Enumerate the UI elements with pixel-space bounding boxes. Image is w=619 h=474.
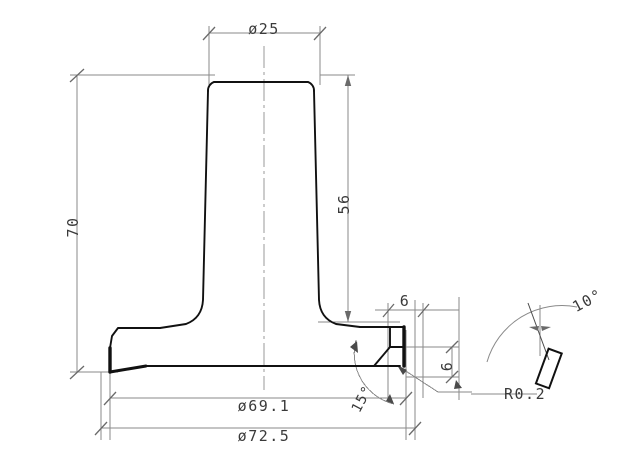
label-r02: R0.2 (504, 385, 546, 403)
tick-dia25-left (202, 26, 216, 41)
dimension-tick-group (69, 26, 462, 436)
arrow-angle-15-top (350, 341, 358, 353)
tick-t6-bottom (445, 370, 459, 384)
tick-h70-top (69, 68, 85, 83)
tick-dia725-left (94, 421, 108, 436)
profile-chamfer-15 (373, 346, 391, 367)
tick-dia25-right (313, 26, 327, 41)
arrow-h56-bottom (344, 311, 352, 322)
detail-tilted-axis (527, 302, 550, 361)
detail-insert-rect (534, 347, 564, 390)
label-dia725: ø72.5 (238, 427, 291, 445)
detail-arrow-left (529, 326, 539, 331)
label-dia25: ø25 (248, 20, 280, 38)
arrow-angle-15-bottom (386, 394, 394, 404)
dimension-line-group (70, 26, 537, 440)
label-w6: 6 (400, 292, 411, 310)
detail-arc-10 (486, 305, 578, 363)
profile-left-flange-bottom-taper (108, 364, 148, 374)
tick-t6-top (445, 340, 459, 354)
tick-w6-left (382, 303, 395, 318)
profile-left-web (159, 90, 209, 329)
tick-dia691-left (103, 391, 117, 406)
label-dia691: ø69.1 (238, 397, 291, 415)
detail-arrow-right (541, 326, 551, 331)
profile-right-web (313, 90, 361, 328)
label-h70: 70 (64, 216, 82, 237)
tick-dia691-right (399, 391, 413, 406)
profile-top-right-fillet (307, 81, 315, 92)
tick-w6-right (417, 303, 430, 318)
label-angle-15: 15° (349, 383, 376, 415)
arrow-r02 (397, 365, 407, 375)
part-profile-group (108, 81, 406, 374)
detail-angle-10-group (486, 302, 578, 390)
label-h56: 56 (335, 193, 353, 214)
profile-left-flange-top (109, 327, 161, 349)
label-angle-10: 10° (569, 285, 605, 316)
tick-h70-bottom (69, 365, 85, 380)
tick-dia725-right (408, 421, 422, 436)
label-t6: 6 (438, 361, 456, 372)
detail-insert-shape (534, 347, 564, 390)
arrow-h56-top (344, 75, 352, 86)
arrow-r02-target (454, 380, 462, 389)
